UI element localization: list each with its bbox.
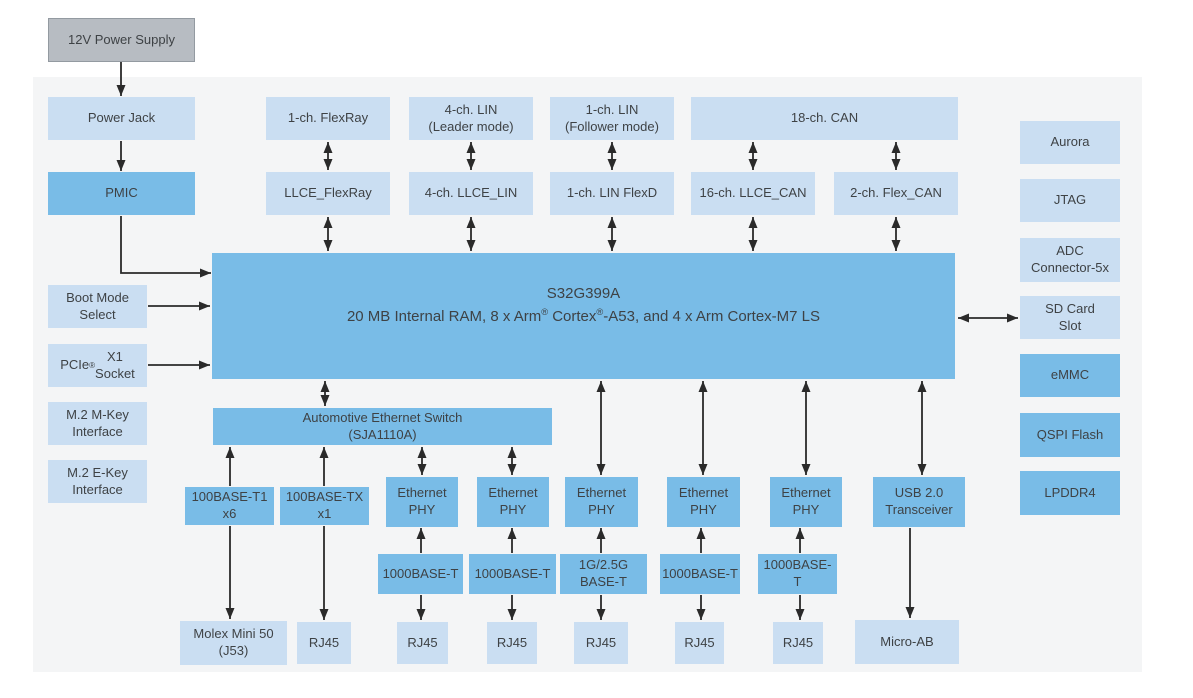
node-1ch-lin-flexd: 1-ch. LIN FlexD xyxy=(550,172,674,215)
node-ethernet-phy-3: Ethernet PHY xyxy=(565,477,638,527)
node-rj45-1: RJ45 xyxy=(297,622,351,664)
node-rj45-4: RJ45 xyxy=(574,622,628,664)
node-1000base-t-2: 1000BASE-T xyxy=(469,554,556,594)
node-rj45-3: RJ45 xyxy=(487,622,537,664)
node-2ch-flex-can: 2-ch. Flex_CAN xyxy=(834,172,958,215)
node-llce-flexray: LLCE_FlexRay xyxy=(266,172,390,215)
node-sd-card-slot: SD Card Slot xyxy=(1020,296,1120,339)
node-emmc: eMMC xyxy=(1020,354,1120,397)
node-1000base-t-1: 1000BASE-T xyxy=(378,554,463,594)
node-ethernet-phy-1: Ethernet PHY xyxy=(386,477,458,527)
node-s32g399a: S32G399A 20 MB Internal RAM, 8 x Arm® Co… xyxy=(212,253,955,379)
node-1000base-t-5: 1000BASE-T xyxy=(758,554,837,594)
node-ethernet-phy-2: Ethernet PHY xyxy=(477,477,549,527)
node-16ch-llce-can: 16-ch. LLCE_CAN xyxy=(691,172,815,215)
node-ethernet-switch: Automotive Ethernet Switch (SJA1110A) xyxy=(213,408,552,445)
node-power-jack: Power Jack xyxy=(48,97,195,140)
node-jtag: JTAG xyxy=(1020,179,1120,222)
node-qspi-flash: QSPI Flash xyxy=(1020,413,1120,457)
arrow-pmic-to-soc xyxy=(120,216,211,278)
node-adc-connector-5x: ADC Connector-5x xyxy=(1020,238,1120,282)
node-1ch-lin-follower: 1-ch. LIN (Follower mode) xyxy=(550,97,674,140)
node-boot-mode-select: Boot Mode Select xyxy=(48,285,147,328)
node-pmic: PMIC xyxy=(48,172,195,215)
node-lpddr4: LPDDR4 xyxy=(1020,471,1120,515)
node-pcie-x1-socket: PCIe® X1 Socket xyxy=(48,344,147,387)
node-rj45-5: RJ45 xyxy=(675,622,724,664)
node-aurora: Aurora xyxy=(1020,121,1120,164)
node-molex-mini-50: Molex Mini 50 (J53) xyxy=(180,621,287,665)
node-4ch-lin-leader: 4-ch. LIN (Leader mode) xyxy=(409,97,533,140)
node-m2-e-key-interface: M.2 E-Key Interface xyxy=(48,460,147,503)
node-1ch-flexray: 1-ch. FlexRay xyxy=(266,97,390,140)
node-micro-ab: Micro-AB xyxy=(855,620,959,664)
node-4ch-llce-lin: 4-ch. LLCE_LIN xyxy=(409,172,533,215)
node-m2-m-key-interface: M.2 M-Key Interface xyxy=(48,402,147,445)
node-12v-power-supply: 12V Power Supply xyxy=(48,18,195,62)
soc-title: S32G399A xyxy=(546,285,621,302)
node-100base-tx: 100BASE-TX x1 xyxy=(280,487,369,525)
node-rj45-2: RJ45 xyxy=(397,622,448,664)
node-ethernet-phy-5: Ethernet PHY xyxy=(770,477,842,527)
node-ethernet-phy-4: Ethernet PHY xyxy=(667,477,740,527)
node-100base-t1: 100BASE-T1 x6 xyxy=(185,487,274,525)
soc-subtitle: 20 MB Internal RAM, 8 x Arm® Cortex®-A53… xyxy=(346,306,821,325)
node-1g-2g5-base-t: 1G/2.5G BASE-T xyxy=(560,554,647,594)
node-rj45-6: RJ45 xyxy=(773,622,823,664)
node-usb-transceiver: USB 2.0 Transceiver xyxy=(873,477,965,527)
node-18ch-can: 18-ch. CAN xyxy=(691,97,958,140)
node-1000base-t-4: 1000BASE-T xyxy=(660,554,740,594)
